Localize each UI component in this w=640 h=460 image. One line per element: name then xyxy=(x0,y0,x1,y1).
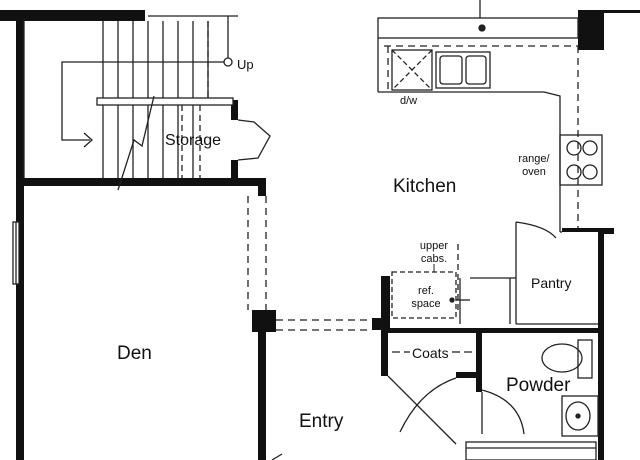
upper-cabs-label: upper cabs. xyxy=(419,240,449,265)
wall-den-right xyxy=(258,310,266,460)
room-label-coats: Coats xyxy=(410,345,451,361)
wall-den-top xyxy=(16,178,266,186)
walls xyxy=(0,10,640,460)
room-label-powder: Powder xyxy=(506,375,571,396)
stair-up-label: Up xyxy=(237,57,254,72)
wall-left-outer xyxy=(16,10,24,460)
room-label-kitchen: Kitchen xyxy=(393,176,457,197)
room-label-storage: Storage xyxy=(165,132,222,149)
room-label-den: Den xyxy=(117,343,152,364)
room-label-pantry: Pantry xyxy=(531,275,572,291)
ref-space-label: ref. space xyxy=(411,285,441,310)
thin-lines xyxy=(12,0,603,460)
wall-top-left xyxy=(0,10,145,21)
dishwasher-label: d/w xyxy=(400,95,418,107)
room-label-entry: Entry xyxy=(299,411,344,432)
range-oven-label: range/ oven xyxy=(518,153,550,178)
